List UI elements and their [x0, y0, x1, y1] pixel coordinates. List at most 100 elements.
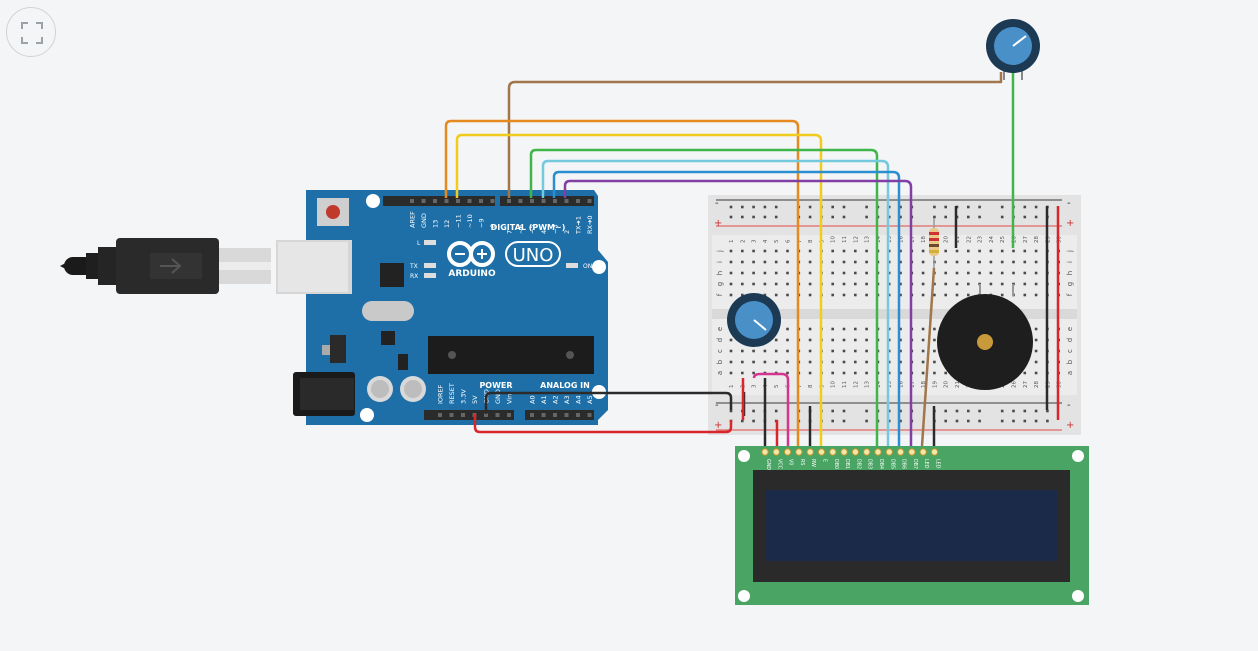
breadboard-hole[interactable]: [944, 293, 947, 297]
breadboard-hole[interactable]: [1023, 409, 1027, 413]
breadboard-hole[interactable]: [865, 419, 868, 423]
digital-pin-hole[interactable]: [587, 199, 592, 203]
breadboard-hole[interactable]: [729, 371, 733, 375]
breadboard-hole[interactable]: [774, 409, 778, 413]
breadboard-hole[interactable]: [831, 282, 834, 286]
lcd-pin[interactable]: [930, 448, 939, 456]
breadboard-hole[interactable]: [933, 327, 936, 331]
breadboard-hole[interactable]: [955, 409, 959, 413]
lcd-pin[interactable]: [761, 448, 769, 456]
breadboard-hole[interactable]: [1000, 205, 1004, 209]
breadboard-hole[interactable]: [842, 327, 846, 331]
breadboard-hole[interactable]: [1034, 349, 1038, 353]
breadboard-hole[interactable]: [865, 271, 868, 275]
breadboard-hole[interactable]: [865, 249, 868, 253]
breadboard-hole[interactable]: [899, 271, 902, 275]
breadboard-hole[interactable]: [741, 349, 744, 353]
breadboard-hole[interactable]: [1034, 282, 1038, 286]
breadboard-hole[interactable]: [933, 371, 936, 375]
breadboard-hole[interactable]: [899, 419, 902, 423]
breadboard-hole[interactable]: [978, 249, 981, 253]
breadboard-hole[interactable]: [831, 271, 834, 275]
lcd-pin[interactable]: [851, 448, 860, 456]
breadboard-hole[interactable]: [854, 293, 857, 297]
breadboard-hole[interactable]: [741, 260, 744, 264]
breadboard-hole[interactable]: [865, 409, 868, 413]
breadboard-hole[interactable]: [899, 409, 902, 413]
breadboard-hole[interactable]: [741, 282, 744, 286]
breadboard-hole[interactable]: [1034, 409, 1038, 413]
breadboard-hole[interactable]: [944, 205, 947, 209]
breadboard-hole[interactable]: [967, 205, 970, 209]
breadboard-hole[interactable]: [955, 260, 959, 264]
breadboard-hole[interactable]: [1000, 409, 1004, 413]
breadboard-hole[interactable]: [774, 260, 778, 264]
breadboard-hole[interactable]: [842, 249, 846, 253]
breadboard-hole[interactable]: [921, 327, 925, 331]
lcd-pin[interactable]: [795, 448, 803, 456]
power-pin-hole[interactable]: [507, 413, 511, 417]
breadboard-hole[interactable]: [1012, 419, 1015, 423]
breadboard-hole[interactable]: [1000, 419, 1004, 423]
breadboard-hole[interactable]: [831, 293, 834, 297]
breadboard-hole[interactable]: [1023, 271, 1027, 275]
breadboard-hole[interactable]: [967, 249, 970, 253]
breadboard-hole[interactable]: [854, 249, 857, 253]
breadboard-hole[interactable]: [741, 215, 744, 219]
breadboard-hole[interactable]: [729, 360, 733, 364]
breadboard-hole[interactable]: [752, 282, 755, 286]
piezo-buzzer[interactable]: [937, 284, 1033, 390]
breadboard-hole[interactable]: [854, 360, 857, 364]
breadboard-hole[interactable]: [1023, 293, 1027, 297]
breadboard-hole[interactable]: [786, 271, 789, 275]
breadboard-hole[interactable]: [989, 260, 993, 264]
breadboard-hole[interactable]: [842, 360, 846, 364]
breadboard-hole[interactable]: [786, 349, 789, 353]
breadboard-hole[interactable]: [808, 371, 812, 375]
lcd-pin[interactable]: [829, 448, 837, 456]
breadboard-hole[interactable]: [1034, 338, 1038, 342]
breadboard-hole[interactable]: [808, 215, 812, 219]
digital-pin-hole[interactable]: [410, 199, 414, 203]
breadboard-hole[interactable]: [1023, 419, 1027, 423]
analog-pin-hole[interactable]: [564, 413, 569, 417]
breadboard-hole[interactable]: [1034, 271, 1038, 275]
breadboard-hole[interactable]: [842, 271, 846, 275]
breadboard-hole[interactable]: [808, 360, 812, 364]
breadboard-hole[interactable]: [865, 282, 868, 286]
breadboard-hole[interactable]: [955, 249, 959, 253]
breadboard-hole[interactable]: [774, 282, 778, 286]
lcd-pin[interactable]: [896, 448, 905, 456]
breadboard-hole[interactable]: [1000, 249, 1004, 253]
breadboard-hole[interactable]: [808, 260, 812, 264]
breadboard-hole[interactable]: [1023, 205, 1027, 209]
breadboard-hole[interactable]: [842, 371, 846, 375]
breadboard-hole[interactable]: [774, 293, 778, 297]
breadboard-hole[interactable]: [786, 260, 789, 264]
breadboard-hole[interactable]: [831, 419, 834, 423]
breadboard-hole[interactable]: [989, 249, 993, 253]
digital-pin-hole[interactable]: [507, 199, 511, 203]
breadboard-hole[interactable]: [774, 205, 778, 209]
breadboard-hole[interactable]: [752, 249, 755, 253]
breadboard-hole[interactable]: [899, 282, 902, 286]
breadboard-hole[interactable]: [967, 409, 970, 413]
breadboard-hole[interactable]: [989, 271, 993, 275]
breadboard-hole[interactable]: [1034, 327, 1038, 331]
digital-pin-hole[interactable]: [541, 199, 546, 203]
breadboard-hole[interactable]: [944, 215, 947, 219]
breadboard-hole[interactable]: [729, 409, 733, 413]
breadboard-hole[interactable]: [808, 338, 812, 342]
breadboard-hole[interactable]: [763, 360, 767, 364]
breadboard-hole[interactable]: [741, 271, 744, 275]
breadboard-hole[interactable]: [1046, 409, 1049, 413]
breadboard-hole[interactable]: [729, 205, 733, 209]
breadboard-hole[interactable]: [808, 293, 812, 297]
digital-pin-hole[interactable]: [490, 199, 495, 203]
breadboard-hole[interactable]: [967, 215, 970, 219]
breadboard-hole[interactable]: [978, 409, 981, 413]
lcd-pin[interactable]: [783, 448, 792, 456]
breadboard-hole[interactable]: [741, 205, 744, 209]
breadboard-hole[interactable]: [842, 338, 846, 342]
breadboard-hole[interactable]: [831, 349, 834, 353]
